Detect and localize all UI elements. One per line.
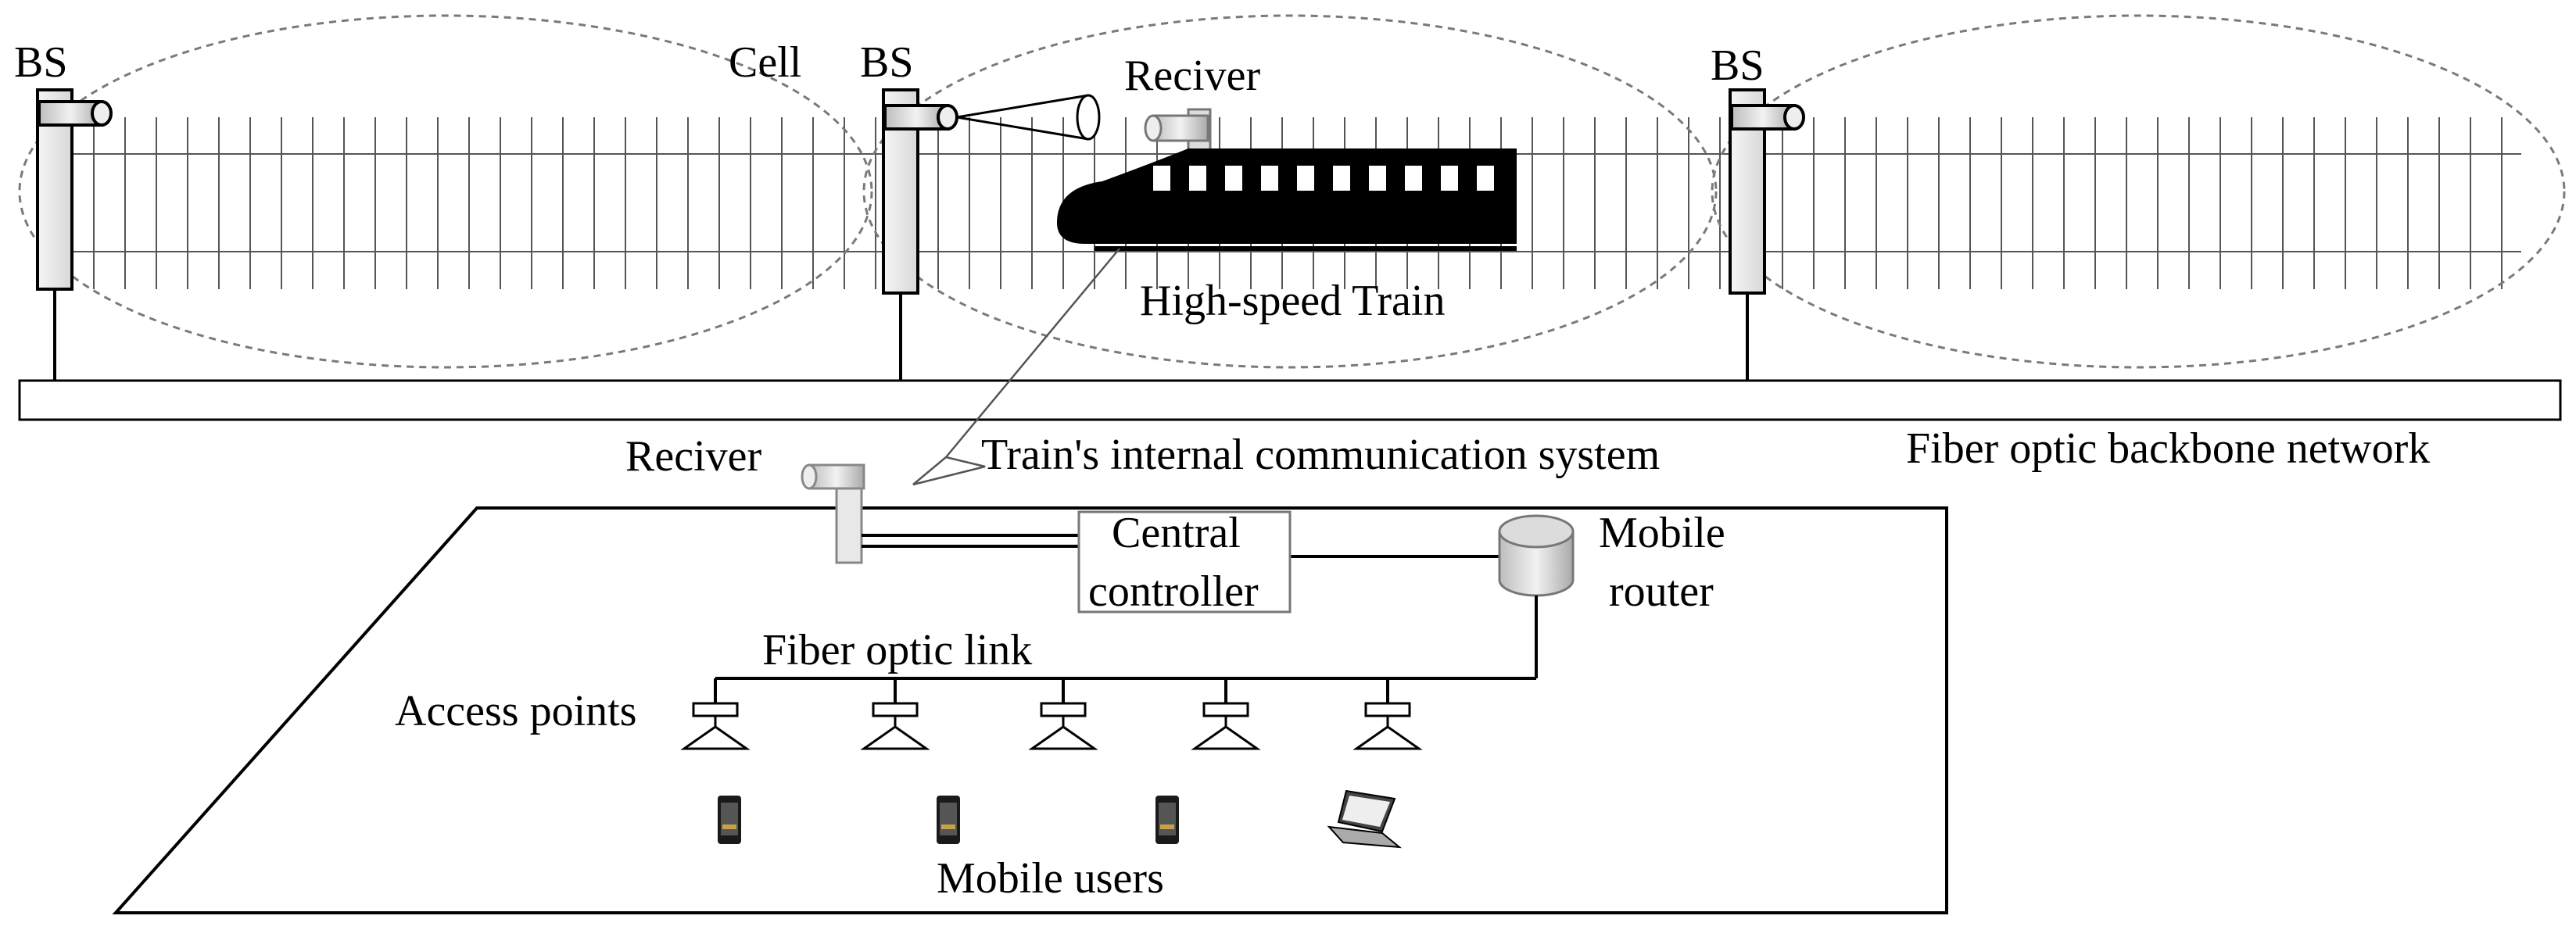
train-icon [1057, 148, 1517, 251]
bs-label-1: BS [14, 38, 68, 87]
mobile-router-label-1: Mobile [1599, 509, 1725, 557]
central-controller-label-2: controller [1088, 567, 1259, 616]
cells [18, 14, 2566, 369]
receiver-icon [801, 463, 865, 564]
mobile-users-label: Mobile users [937, 854, 1164, 903]
track-sleepers [93, 117, 2503, 289]
train-interior-platform [112, 506, 1948, 914]
cell-label: Cell [729, 38, 801, 87]
railway-track [70, 117, 2521, 289]
cell-ellipse-3 [1711, 14, 2566, 369]
router-icon [1498, 514, 1575, 597]
train-window [1369, 166, 1386, 191]
zoom-arrow [912, 248, 1120, 486]
phone-icon [937, 796, 960, 844]
base-station-1 [36, 88, 113, 381]
train-window [1297, 166, 1314, 191]
train-window [1261, 166, 1278, 191]
access-point-icon [680, 678, 751, 750]
train-window [1477, 166, 1494, 191]
high-speed-train-label: High-speed Train [1140, 277, 1445, 325]
cell-ellipse-2 [862, 14, 1718, 369]
access-point-icon [860, 678, 930, 750]
train-window [1333, 166, 1350, 191]
receiver-inside-label: Reciver [625, 432, 761, 481]
receiver-top-label: Reciver [1124, 52, 1260, 100]
base-station-2 [882, 88, 1101, 381]
mobile-router-label-2: router [1609, 567, 1714, 616]
phone-icon [1155, 796, 1179, 844]
receiver-icon [1144, 108, 1212, 154]
cell-ellipse-1 [18, 14, 873, 369]
access-point-icon [1191, 678, 1261, 750]
fiber-backbone-bar [18, 379, 2562, 421]
train-window [1405, 166, 1422, 191]
fiber-optic-link-line [715, 596, 1538, 680]
access-point-icon [1352, 678, 1423, 750]
base-station-3 [1729, 88, 1805, 381]
train-windows [1153, 166, 1494, 191]
access-point-icon [1028, 678, 1098, 750]
train-internal-system-label: Train's internal communication system [981, 431, 1660, 479]
central-controller-label-1: Central [1112, 509, 1241, 557]
train-window [1189, 166, 1206, 191]
phone-icon [718, 796, 741, 844]
train-window [1225, 166, 1242, 191]
train-window [1441, 166, 1458, 191]
fiber-optic-link-label: Fiber optic link [762, 626, 1032, 674]
bs-label-2: BS [860, 38, 914, 87]
access-points-label: Access points [395, 687, 637, 735]
train-window [1153, 166, 1170, 191]
central-controller-box [1077, 510, 1292, 613]
laptop-icon [1327, 789, 1403, 849]
bs-label-3: BS [1711, 41, 1765, 90]
fiber-backbone-label: Fiber optic backbone network [1906, 424, 2430, 473]
access-points-group [680, 678, 1423, 750]
